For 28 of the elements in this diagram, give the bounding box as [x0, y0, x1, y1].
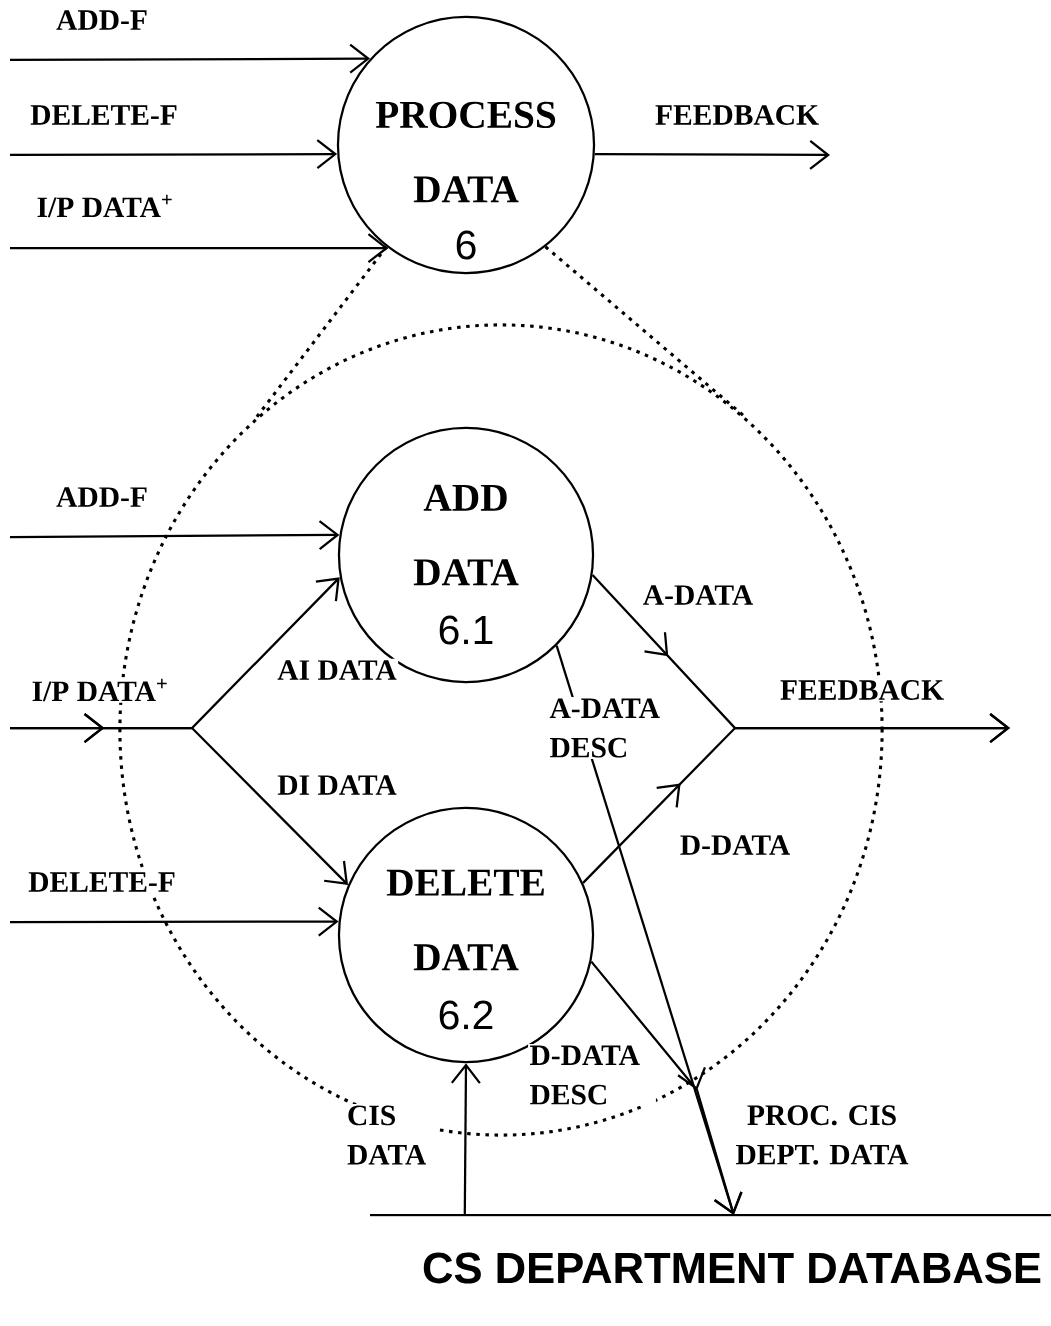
flow-label: PROC. CIS DEPT. DATA — [728, 1103, 916, 1167]
flow-label: FEEDBACK — [778, 678, 946, 702]
arrow — [10, 233, 389, 264]
arrow — [450, 1063, 481, 1215]
edge-label: ADD-F — [54, 8, 150, 32]
data-store: CS DEPARTMENT DATABASE — [370, 1213, 1051, 1284]
arrow — [590, 960, 743, 1215]
flow-label: I/P DATA$^{+}$ — [30, 677, 170, 703]
edge-label: ADD-F — [54, 485, 150, 509]
edge-label: FEEDBACK — [653, 103, 821, 127]
edge-label: AI DATA — [275, 658, 399, 682]
edge-label: D-DATA — [678, 833, 792, 857]
edge-label: I/P DATA$^{+}$ — [35, 193, 175, 219]
arrow — [10, 139, 338, 169]
edge-label: CIS DATA — [345, 1104, 439, 1166]
arrow — [10, 520, 340, 550]
edge-label: A-DATA DESC — [548, 697, 676, 759]
edge-label: DELETE-F — [26, 870, 178, 894]
arrow — [10, 906, 339, 937]
edge-label: A-DATA — [641, 583, 755, 607]
expansion-line — [255, 245, 388, 419]
arrow — [594, 140, 830, 170]
arrow — [10, 43, 371, 74]
edge-label: DELETE-F — [28, 103, 180, 127]
edge-label: D-DATA DESC — [528, 1044, 656, 1106]
edge-label: DI DATA — [275, 773, 399, 797]
arrow — [582, 713, 1010, 884]
arrow — [10, 713, 349, 885]
